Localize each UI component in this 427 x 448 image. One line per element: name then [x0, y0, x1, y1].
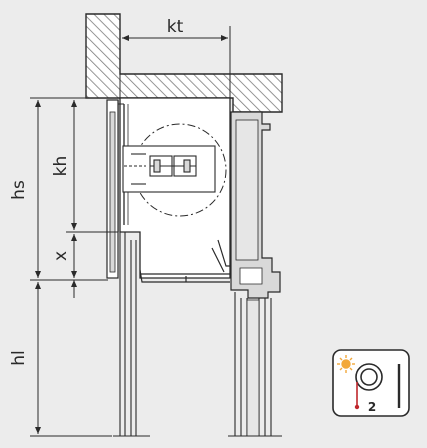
left-frame: [106, 99, 124, 279]
label-kt: kt: [167, 17, 184, 37]
motor-bracket: [122, 145, 216, 193]
dimension-kh: [66, 100, 118, 233]
badge-number: 2: [368, 400, 376, 414]
label-hs: hs: [9, 180, 29, 200]
dimension-hl: [30, 282, 112, 437]
label-hl: hl: [9, 350, 29, 366]
sun-shaft-coil-icon: [332, 349, 410, 417]
wall-lintel: [85, 13, 283, 113]
bottom-cover: [139, 239, 230, 283]
label-kh: kh: [51, 156, 71, 177]
right-frame: [230, 111, 281, 299]
dimension-kt: [119, 20, 231, 98]
dimension-hs: [30, 97, 108, 281]
window-sash: [228, 292, 282, 437]
guide-rail: [113, 232, 150, 437]
label-x: x: [51, 251, 71, 261]
sun-icon: [337, 355, 355, 373]
coil-icon: [355, 363, 383, 391]
